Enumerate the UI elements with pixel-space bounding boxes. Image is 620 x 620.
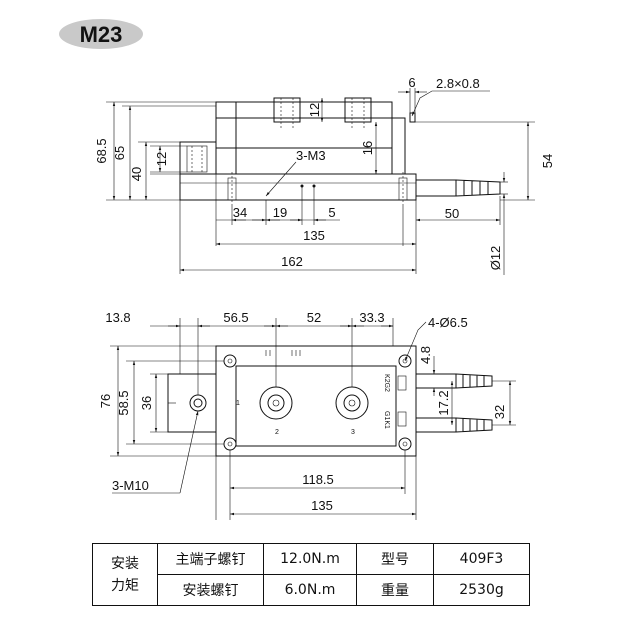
dim-12-left: 12 [154, 152, 169, 166]
mount-screw-value: 6.0N.m [263, 574, 357, 606]
dim-6: 6 [408, 75, 415, 90]
gate-connector-g1k1 [397, 411, 407, 427]
terminal-size-leader [411, 90, 490, 117]
spec-row-2: 安装螺钉 6.0N.m 重量 2530g [93, 574, 530, 606]
top-terminal-3 [335, 386, 369, 420]
gate-connector-k2g2 [397, 375, 407, 391]
side-base-plate [179, 173, 417, 201]
dim-65: 65 [112, 146, 127, 160]
spec-group-label: 安装 力矩 [92, 543, 158, 606]
dim-52: 52 [307, 310, 321, 325]
dim-76: 76 [98, 394, 113, 408]
top-water-pipe-upper [415, 373, 493, 389]
dim-12-top: 12 [307, 103, 322, 117]
top-view: 13.8 56.5 52 33.3 4-Ø6.5 76 58.5 36 4.8 … [98, 310, 516, 520]
dim-54: 54 [540, 154, 555, 168]
dim-40: 40 [129, 167, 144, 181]
dim-36: 36 [139, 396, 154, 410]
terminal-number-1: 1 [236, 400, 240, 407]
thread-label-3-m3: 3-M3 [296, 148, 326, 163]
side-view: 68.5 65 40 12 12 16 6 2.8×0.8 54 3-M3 34… [94, 75, 555, 275]
main-terminal-value: 12.0N.m [263, 543, 357, 575]
spec-table: 安装 力矩 主端子螺钉 12.0N.m 型号 409F3 安装螺钉 6.0N.m… [92, 543, 530, 606]
side-water-pipe [415, 179, 457, 197]
dim-162: 162 [281, 254, 303, 269]
dim-16: 16 [360, 141, 375, 155]
top-housing [215, 345, 417, 457]
dim-56-5: 56.5 [223, 310, 248, 325]
dim-19: 19 [273, 205, 287, 220]
mount-screw-label: 安装螺钉 [157, 574, 264, 606]
mount-hole-br [398, 437, 412, 451]
top-water-pipe-lower [415, 417, 493, 433]
weight-value: 2530g [433, 574, 530, 606]
holes-label-4-dia6-5: 4-Ø6.5 [428, 315, 468, 330]
side-terminal-post-3 [344, 97, 372, 123]
model-badge-text: M23 [80, 22, 123, 47]
model-value: 409F3 [433, 543, 530, 575]
dim-terminal-size: 2.8×0.8 [436, 76, 480, 91]
model-badge: M23 [59, 19, 143, 49]
top-aux-pins [265, 350, 301, 356]
side-housing [215, 101, 393, 175]
dim-50: 50 [445, 206, 459, 221]
side-terminal-post-2 [273, 97, 301, 123]
gate-label-g1k1: G1K1 [383, 411, 390, 429]
dim-34: 34 [233, 205, 247, 220]
top-terminal-1 [189, 394, 207, 412]
dim-17-2: 17.2 [436, 390, 451, 415]
dim-68-5: 68.5 [94, 138, 109, 163]
dim-13-8: 13.8 [105, 310, 130, 325]
dim-135-side: 135 [303, 228, 325, 243]
terminal-number-3: 3 [351, 429, 355, 436]
gate-label-k2g2: K2G2 [383, 374, 390, 392]
dim-dia12: Ø12 [488, 246, 503, 271]
dim-33-3: 33.3 [359, 310, 384, 325]
mount-hole-bl [223, 437, 237, 451]
dim-4-8: 4.8 [418, 346, 433, 364]
m10-leader [179, 410, 199, 494]
spec-group-line-2: 力矩 [111, 577, 139, 594]
dim-118-5: 118.5 [302, 472, 334, 487]
dim-135-top: 135 [311, 498, 333, 513]
dim-58-5: 58.5 [116, 390, 131, 415]
main-terminal-label: 主端子螺钉 [157, 543, 264, 575]
terminal-number-2: 2 [275, 429, 279, 436]
model-label: 型号 [356, 543, 434, 575]
m3-leader [265, 161, 297, 197]
mount-hole-tl [223, 354, 237, 368]
weight-label: 重量 [356, 574, 434, 606]
dim-32: 32 [492, 405, 507, 419]
top-terminal-2 [259, 386, 293, 420]
spec-group-line-1: 安装 [111, 555, 139, 572]
dim-5: 5 [328, 205, 335, 220]
bolt-label-3-m10: 3-M10 [112, 478, 149, 493]
side-water-pipe-barbs [455, 179, 501, 197]
spec-row-1: 安装 力矩 主端子螺钉 12.0N.m 型号 409F3 [92, 543, 530, 606]
holes-leader [404, 321, 427, 362]
side-left-terminal-block [179, 141, 217, 175]
